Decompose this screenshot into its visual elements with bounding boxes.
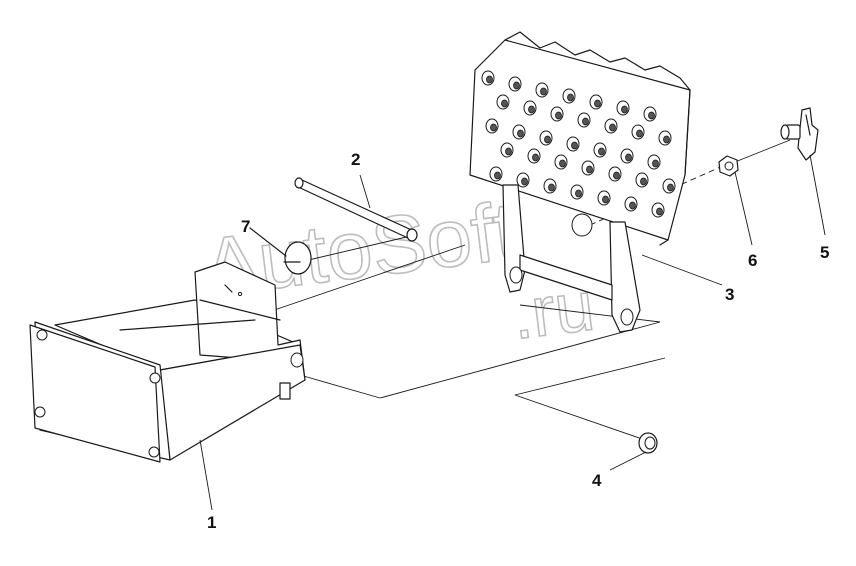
perforation-hole-shadow — [513, 81, 520, 90]
perforation-hole-shadow — [555, 111, 562, 120]
perforation-hole-shadow — [532, 153, 539, 162]
callout-2: 2 — [351, 150, 360, 169]
perforation-hole-shadow — [663, 135, 670, 144]
perforation-hole-shadow — [501, 99, 508, 108]
callout-4: 4 — [592, 471, 602, 490]
perforation-hole-shadow — [571, 141, 578, 150]
perforation-hole-shadow — [652, 159, 659, 168]
perforation-hole-shadow — [540, 87, 547, 96]
perforation-hole-shadow — [505, 147, 512, 156]
perforation-hole-shadow — [594, 99, 601, 108]
perforation-hole-shadow — [544, 135, 551, 144]
perforation-hole-shadow — [582, 117, 589, 126]
perforation-hole-shadow — [567, 93, 574, 102]
perforation-hole-shadow — [575, 189, 582, 198]
perforation-hole-shadow — [521, 177, 528, 186]
perforation-hole-shadow — [629, 201, 636, 210]
callout-labels: 1 2 3 4 5 6 7 — [207, 150, 829, 532]
callout-3: 3 — [725, 285, 734, 304]
part-5-stop-switch — [780, 107, 819, 161]
perforation-hole-shadow — [602, 195, 609, 204]
perforation-hole-shadow — [598, 147, 605, 156]
perforation-hole-shadow — [548, 183, 555, 192]
perforation-hole-shadow — [613, 171, 620, 180]
part-2-pin — [294, 177, 418, 242]
part-7-pin — [249, 227, 312, 275]
perforation-holes — [481, 70, 676, 218]
perforation-hole-shadow — [625, 153, 632, 162]
perforation-hole-shadow — [656, 207, 663, 216]
part-1-bracket — [29, 261, 306, 463]
part-3-pedal-plate — [469, 31, 691, 333]
perforation-hole-shadow — [667, 183, 674, 192]
callout-6: 6 — [748, 251, 757, 270]
perforation-hole-shadow — [640, 177, 647, 186]
part-6-nut — [718, 155, 739, 177]
perforation-hole-shadow — [494, 171, 501, 180]
perforation-hole-shadow — [517, 129, 524, 138]
callout-1: 1 — [207, 513, 216, 532]
perforation-hole-shadow — [636, 129, 643, 138]
leader-lines — [199, 154, 826, 511]
perforation-hole-shadow — [528, 105, 535, 114]
perforation-hole-shadow — [559, 159, 566, 168]
perforation-hole-shadow — [621, 105, 628, 114]
perforation-hole-shadow — [486, 75, 493, 84]
perforation-hole-shadow — [609, 123, 616, 132]
perforation-hole-shadow — [648, 111, 655, 120]
part-4-washer — [638, 432, 658, 454]
callout-7: 7 — [241, 217, 250, 236]
callout-5: 5 — [820, 243, 829, 262]
perforation-hole-shadow — [586, 165, 593, 174]
perforation-hole-shadow — [490, 123, 497, 132]
